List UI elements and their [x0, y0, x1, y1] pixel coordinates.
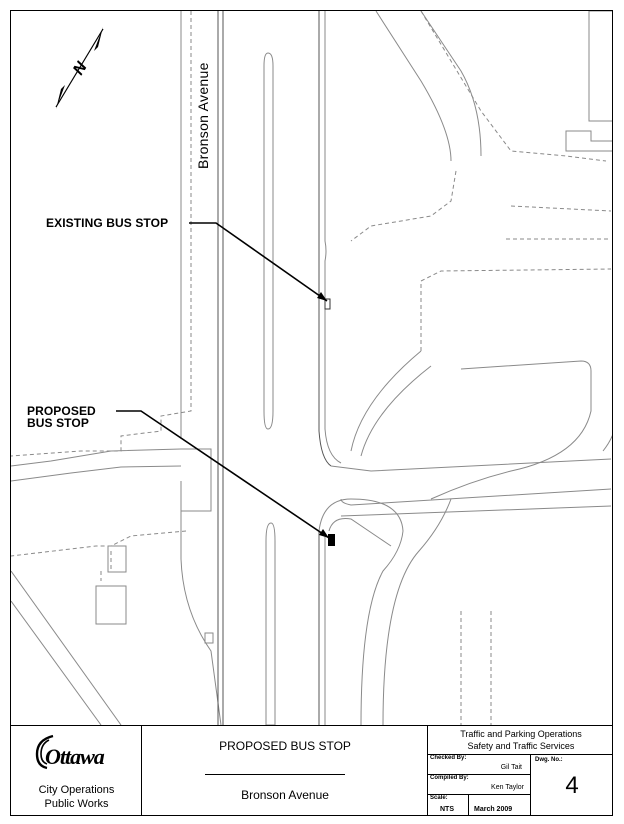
scale-label: Scale:: [430, 795, 448, 801]
road-edge: [318, 498, 404, 725]
road-edge: [350, 350, 422, 452]
existing-bus-stop-marker: [324, 298, 331, 310]
property-line: [11, 530, 187, 557]
property-line: [11, 11, 192, 457]
existing-stop-leader: [189, 222, 328, 302]
road-edge: [602, 435, 612, 452]
property-line: [420, 268, 612, 351]
existing-stop-arrowhead: [317, 292, 327, 301]
signoff-grid: Checked By: Gil Tait Compiled By: Ken Ta…: [428, 754, 531, 815]
proposed-stop-label-line1: PROPOSED: [27, 404, 96, 418]
road-edge: [181, 448, 212, 512]
dept-line2: Safety and Traffic Services: [467, 741, 575, 751]
scale-value: NTS: [440, 806, 454, 813]
checked-by-label: Checked By:: [430, 755, 467, 761]
proposed-stop-label-line2: BUS STOP: [27, 416, 89, 430]
property-line: [460, 611, 492, 725]
dwg-no-label: Dwg. No.:: [535, 757, 563, 763]
proposed-stop-arrowhead: [319, 529, 329, 538]
ottawa-logo-icon: [35, 734, 54, 770]
median: [265, 522, 276, 725]
property-line: [350, 170, 457, 242]
title-divider: [205, 774, 345, 775]
compiled-by-label: Compiled By:: [430, 775, 469, 781]
drawing-subtitle: Bronson Avenue: [241, 788, 329, 802]
compiled-row: Compiled By: Ken Taylor: [428, 774, 530, 795]
title-cell: PROPOSED BUS STOP Bronson Avenue: [142, 726, 428, 815]
road-edge: [360, 365, 432, 457]
road-edge: [375, 11, 452, 162]
road-edge: [328, 518, 392, 547]
title-block: Ottawa City Operations Public Works PROP…: [11, 725, 612, 815]
proposed-stop-leader: [116, 410, 330, 539]
road-edge: [340, 488, 612, 506]
compiled-by-value: Ken Taylor: [491, 784, 524, 791]
drawing-date: March 2009: [474, 806, 513, 813]
road-edge: [11, 465, 182, 482]
property-line: [420, 11, 607, 162]
property-line: [100, 551, 112, 581]
road-edge: [330, 458, 612, 472]
road-edge: [420, 11, 482, 157]
dept-line1: Traffic and Parking Operations: [460, 729, 582, 739]
street-label: Bronson Avenue: [195, 62, 211, 169]
building: [204, 632, 214, 644]
logo-wordmark: Ottawa: [45, 744, 105, 769]
road-edge: [430, 360, 592, 500]
dwg-no-value: 4: [565, 772, 579, 799]
road-edge: [340, 505, 612, 517]
road-edge: [382, 498, 452, 725]
drawing-frame: N Bronson Avenue EXISTING BUS STOP PROPO…: [10, 10, 613, 816]
north-arrow-icon: [55, 27, 104, 109]
scale-row: Scale: NTS March 2009: [428, 794, 530, 815]
org-line1: City Operations: [38, 784, 115, 796]
road-edge: [180, 11, 222, 725]
site-map: [11, 11, 612, 725]
median: [263, 52, 274, 430]
org-line2: Public Works: [44, 798, 109, 810]
proposed-bus-stop-marker: [328, 534, 335, 546]
info-divider: [428, 754, 612, 755]
building: [565, 130, 612, 152]
drawing-title: PROPOSED BUS STOP: [219, 739, 351, 753]
building: [95, 585, 127, 625]
logo-cell: Ottawa City Operations Public Works: [11, 726, 142, 815]
property-line: [506, 205, 612, 240]
building: [588, 11, 612, 122]
building: [107, 545, 127, 573]
existing-stop-label: EXISTING BUS STOP: [46, 216, 169, 230]
info-cell: Traffic and Parking Operations Safety an…: [428, 726, 612, 815]
road-edge: [11, 600, 102, 725]
checked-row: Checked By: Gil Tait: [428, 754, 530, 775]
checked-by-value: Gil Tait: [500, 764, 522, 771]
road-edge: [324, 11, 342, 464]
road-edge: [318, 11, 332, 467]
road-edge: [11, 448, 182, 467]
road-edge: [11, 570, 122, 725]
